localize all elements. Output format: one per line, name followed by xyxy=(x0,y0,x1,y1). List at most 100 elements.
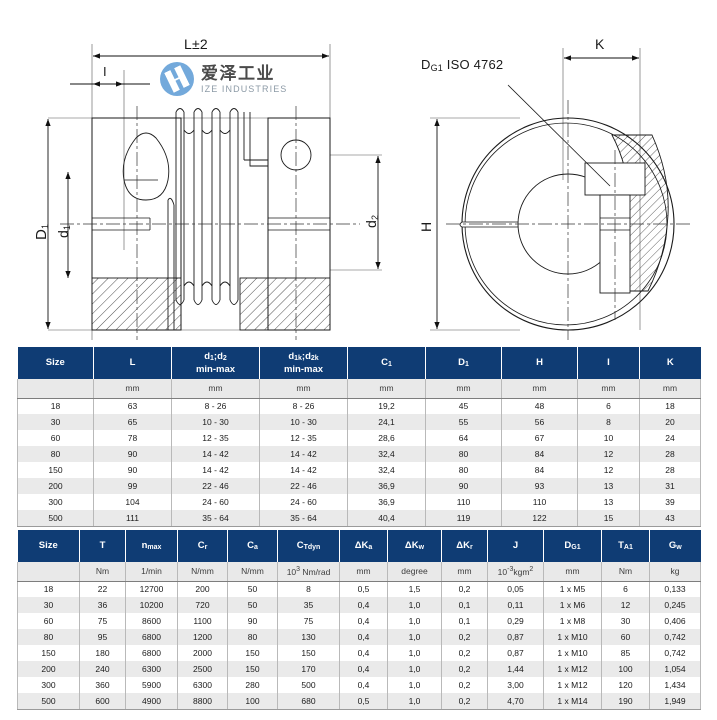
data-cell: 31 xyxy=(639,478,701,494)
data-cell: 150 xyxy=(227,661,278,677)
data-cell: 24 - 60 xyxy=(171,494,260,510)
data-cell: 1,0 xyxy=(387,693,442,710)
column-header-ΔKr: ΔKr xyxy=(441,530,488,562)
unit-cell-4: N/mm xyxy=(227,562,278,582)
data-cell: 0,4 xyxy=(339,613,388,629)
data-cell: 36,9 xyxy=(347,494,426,510)
data-cell: 12 - 35 xyxy=(171,430,260,446)
label-width-k: K xyxy=(595,36,605,52)
data-cell: 111 xyxy=(93,510,172,527)
column-header-L: L xyxy=(93,347,172,379)
column-header-nmax: nmax xyxy=(125,530,178,562)
data-cell: 10 xyxy=(577,430,640,446)
data-cell: 18 xyxy=(639,398,701,414)
data-cell: 80 xyxy=(425,446,502,462)
data-cell: 12 xyxy=(577,462,640,478)
data-cell: 0,245 xyxy=(649,597,701,613)
column-header-Cr: Cr xyxy=(177,530,228,562)
data-cell: 93 xyxy=(501,478,578,494)
unit-cell-0 xyxy=(17,562,80,582)
data-cell: 600 xyxy=(79,693,126,710)
data-cell: 0,4 xyxy=(339,661,388,677)
data-cell: 0,2 xyxy=(441,629,488,645)
data-cell: 1 x M12 xyxy=(543,677,602,693)
row-size-cell: 30 xyxy=(17,414,94,430)
data-cell: 1,0 xyxy=(387,629,442,645)
data-cell: 6800 xyxy=(125,645,178,661)
data-cell: 110 xyxy=(425,494,502,510)
data-cell: 1 x M10 xyxy=(543,645,602,661)
data-cell: 0,2 xyxy=(441,677,488,693)
column-header-TA1: TA1 xyxy=(601,530,650,562)
data-cell: 0,4 xyxy=(339,629,388,645)
data-cell: 84 xyxy=(501,462,578,478)
data-cell: 12 - 35 xyxy=(259,430,348,446)
data-cell: 30 xyxy=(601,613,650,629)
data-cell: 10200 xyxy=(125,597,178,613)
data-cell: 50 xyxy=(227,597,278,613)
unit-cell-11: Nm xyxy=(601,562,650,582)
row-size-cell: 500 xyxy=(17,693,80,710)
column-header-Gw: Gw xyxy=(649,530,701,562)
data-cell: 36,9 xyxy=(347,478,426,494)
column-header-Size: Size xyxy=(17,347,94,379)
data-cell: 0,5 xyxy=(339,581,388,597)
data-cell: 84 xyxy=(501,446,578,462)
data-cell: 1 x M5 xyxy=(543,581,602,597)
data-cell: 35 xyxy=(277,597,340,613)
unit-cell-8: mm xyxy=(639,379,701,399)
row-size-cell: 80 xyxy=(17,446,94,462)
unit-cell-3: mm xyxy=(259,379,348,399)
data-cell: 39 xyxy=(639,494,701,510)
data-cell: 1200 xyxy=(177,629,228,645)
column-header-J: J xyxy=(487,530,544,562)
data-cell: 130 xyxy=(277,629,340,645)
data-cell: 0,742 xyxy=(649,645,701,661)
data-cell: 90 xyxy=(227,613,278,629)
data-cell: 67 xyxy=(501,430,578,446)
data-cell: 1 x M14 xyxy=(543,693,602,710)
label-bore-d2: d2 xyxy=(363,214,380,228)
data-cell: 1,0 xyxy=(387,597,442,613)
data-cell: 32,4 xyxy=(347,446,426,462)
column-header-ΔKa: ΔKa xyxy=(339,530,388,562)
data-cell: 13 xyxy=(577,478,640,494)
data-cell: 150 xyxy=(227,645,278,661)
data-cell: 90 xyxy=(93,446,172,462)
data-cell: 1,949 xyxy=(649,693,701,710)
column-header-C1: C1 xyxy=(347,347,426,379)
unit-cell-2: mm xyxy=(171,379,260,399)
unit-cell-7: degree xyxy=(387,562,442,582)
data-cell: 32,4 xyxy=(347,462,426,478)
unit-cell-6: mm xyxy=(339,562,388,582)
data-cell: 0,29 xyxy=(487,613,544,629)
data-cell: 1,434 xyxy=(649,677,701,693)
logo-english-name: IZE INDUSTRIES xyxy=(201,83,288,94)
data-cell: 55 xyxy=(425,414,502,430)
data-cell: 0,1 xyxy=(441,613,488,629)
column-header-Ca: Ca xyxy=(227,530,278,562)
data-cell: 1 x M12 xyxy=(543,661,602,677)
data-cell: 50 xyxy=(227,581,278,597)
unit-cell-5: mm xyxy=(425,379,502,399)
data-cell: 0,4 xyxy=(339,645,388,661)
row-size-cell: 150 xyxy=(17,462,94,478)
unit-cell-2: 1/min xyxy=(125,562,178,582)
data-cell: 0,4 xyxy=(339,677,388,693)
data-cell: 90 xyxy=(93,462,172,478)
unit-cell-0 xyxy=(17,379,94,399)
